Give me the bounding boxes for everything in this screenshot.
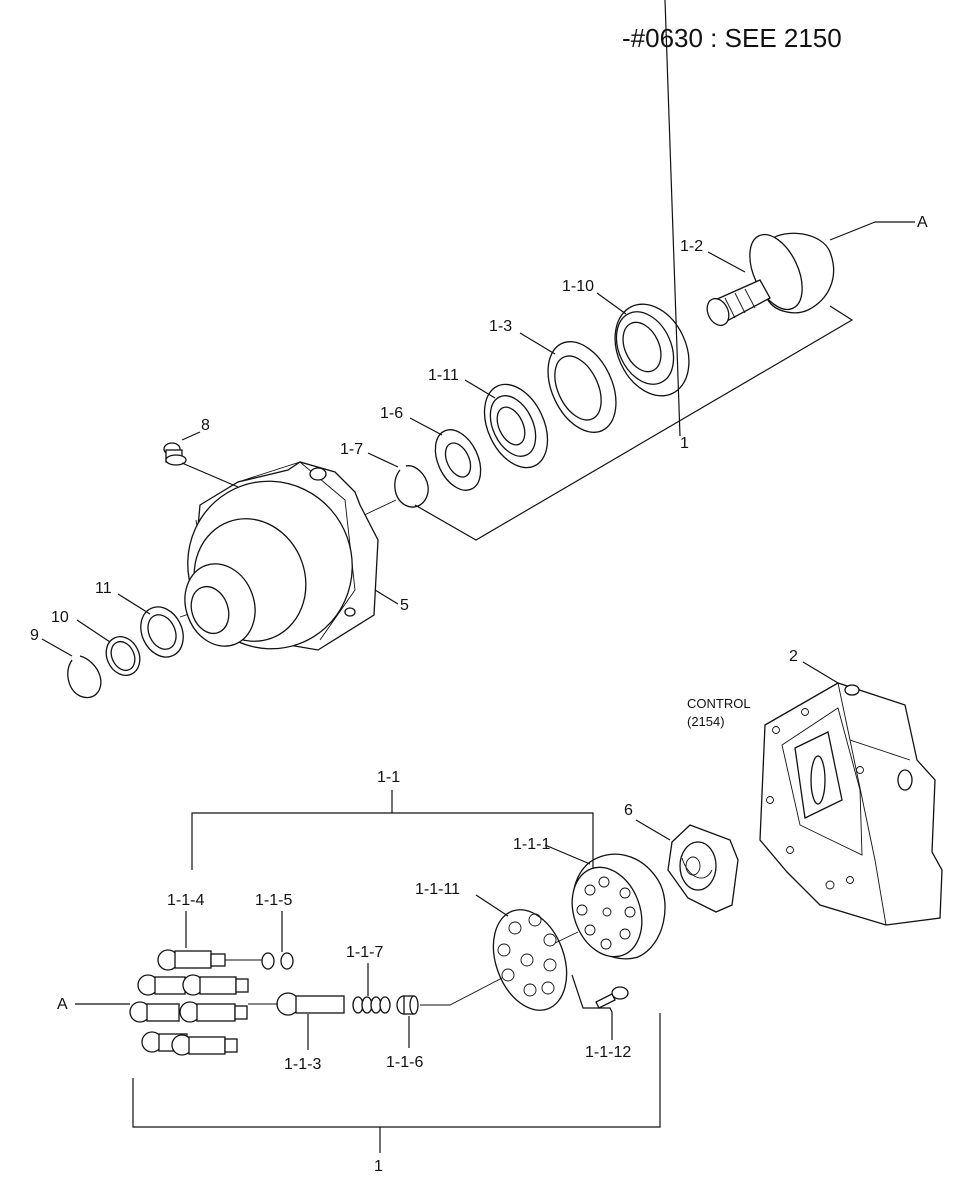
control-housing-2 bbox=[759, 682, 943, 926]
shims-1-1-7 bbox=[352, 996, 391, 1014]
thrust-washer-1-6 bbox=[434, 429, 482, 491]
label-10: 10 bbox=[51, 609, 69, 626]
label-5: 5 bbox=[400, 597, 409, 614]
snap-ring-1-7 bbox=[394, 465, 429, 508]
label-1-1-12: 1-1-12 bbox=[585, 1044, 631, 1061]
label-1-1-5: 1-1-5 bbox=[255, 892, 292, 909]
retainer-plate-1-1-11 bbox=[492, 909, 568, 1011]
label-1-1: 1-1 bbox=[377, 769, 400, 786]
header-reference: -#0630 : SEE 2150 bbox=[622, 23, 842, 53]
label-1-6: 1-6 bbox=[380, 405, 403, 422]
label-1-3: 1-3 bbox=[489, 318, 512, 335]
label-control: CONTROL bbox=[687, 696, 751, 711]
ring-10 bbox=[105, 636, 141, 676]
label-a-top: A bbox=[917, 214, 928, 231]
plug-8 bbox=[163, 442, 187, 466]
label-1-1-6: 1-1-6 bbox=[386, 1054, 423, 1071]
label-1-11: 1-11 bbox=[428, 367, 459, 384]
screw-1-1-12 bbox=[595, 986, 629, 1009]
snap-ring-9 bbox=[67, 655, 102, 699]
rings-1-1-5 bbox=[261, 952, 294, 970]
label-1-1-3: 1-1-3 bbox=[284, 1056, 321, 1073]
label-2: 2 bbox=[789, 648, 798, 665]
piston-1-1-3 bbox=[276, 992, 345, 1016]
label-1-2: 1-2 bbox=[680, 238, 703, 255]
label-1-1-1: 1-1-1 bbox=[513, 836, 550, 853]
label-6: 6 bbox=[624, 802, 633, 819]
label-11: 11 bbox=[95, 580, 112, 597]
label-1-1-4: 1-1-4 bbox=[167, 892, 204, 909]
spacer-1-1-6 bbox=[396, 995, 419, 1015]
label-8: 8 bbox=[201, 417, 210, 434]
label-control-ref: (2154) bbox=[687, 714, 725, 729]
roller-bearing-1-10 bbox=[614, 303, 690, 397]
label-1-10: 1-10 bbox=[562, 278, 594, 295]
oil-seal-1-3 bbox=[547, 341, 617, 433]
ball-bearing-1-11 bbox=[483, 383, 549, 469]
piston-group-1-1-4 bbox=[129, 949, 249, 1056]
shaft-part bbox=[706, 232, 835, 327]
valve-plate-6 bbox=[667, 824, 739, 913]
cylinder-block-1-1-1 bbox=[571, 853, 666, 960]
label-1-1-7: 1-1-7 bbox=[346, 944, 383, 961]
label-a-left: A bbox=[57, 996, 68, 1013]
label-1-7: 1-7 bbox=[340, 441, 363, 458]
oil-seal-11 bbox=[140, 606, 184, 658]
motor-housing-5 bbox=[184, 461, 379, 651]
label-1-upper: 1 bbox=[680, 435, 689, 452]
label-1-lower: 1 bbox=[374, 1158, 383, 1175]
label-1-1-11: 1-1-11 bbox=[415, 881, 460, 898]
label-9: 9 bbox=[30, 627, 39, 644]
